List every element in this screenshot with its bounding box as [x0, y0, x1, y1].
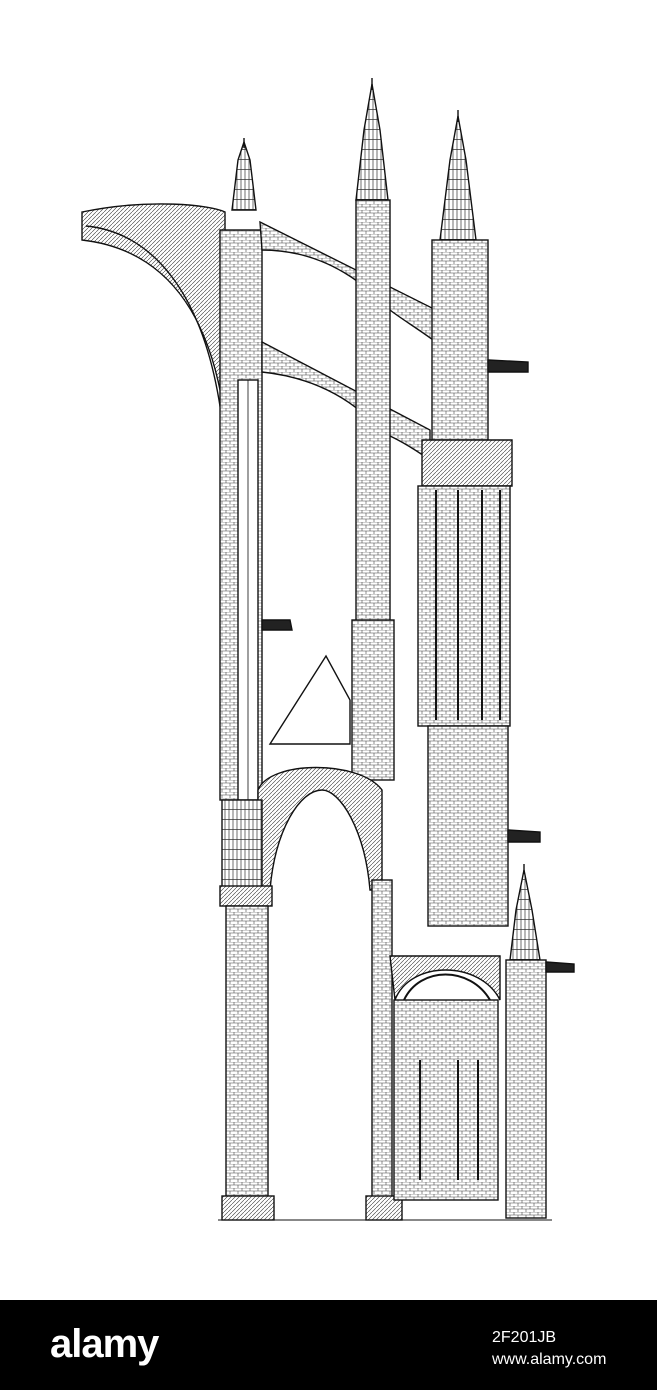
cathedral-section-illustration [81, 78, 575, 1221]
brand-logo: alamy [50, 1322, 159, 1366]
site-url: www.alamy.com [492, 1351, 607, 1368]
image-id: 2F201JB [492, 1329, 557, 1346]
watermark-footer-bar: alamy 2F201JB www.alamy.com [0, 1300, 657, 1390]
